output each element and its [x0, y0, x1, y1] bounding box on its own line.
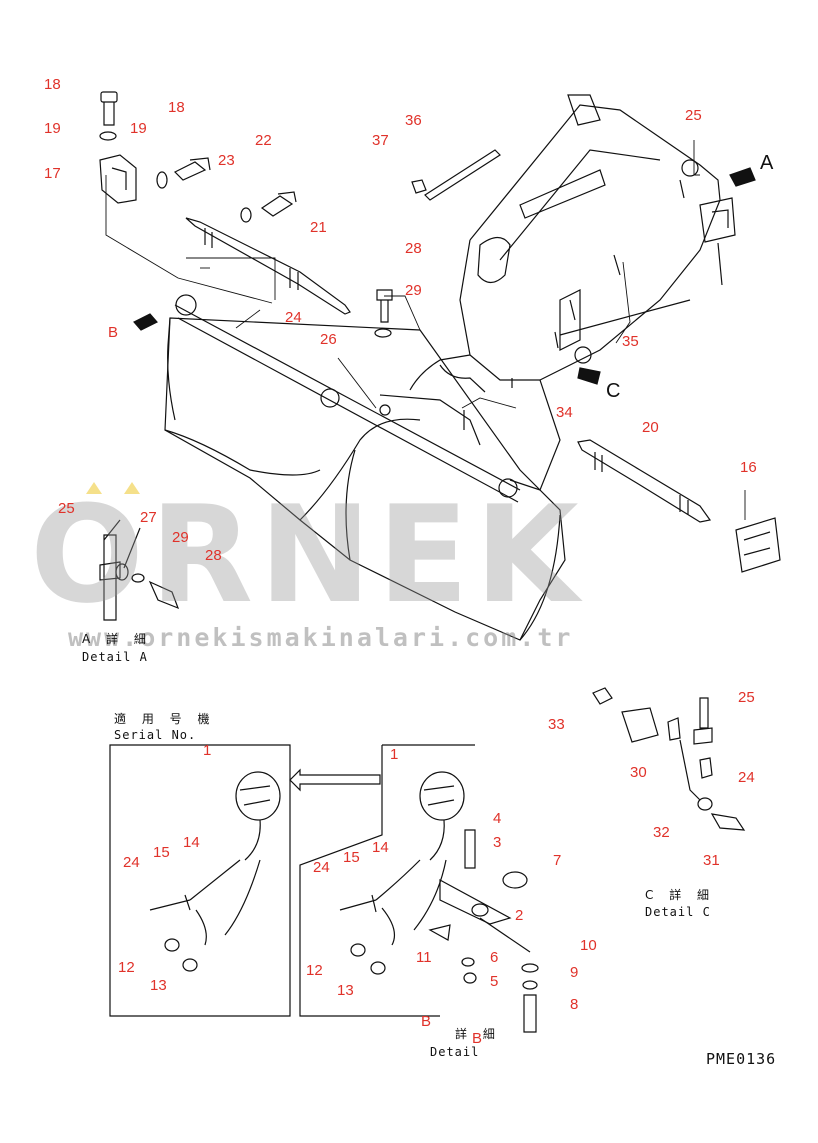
callout-27: 27 [140, 509, 157, 526]
callout-3: 3 [493, 834, 502, 851]
callout-29: 29 [405, 282, 422, 299]
callout-28: 28 [405, 240, 422, 257]
caption-detail-b-jp: 詳 細 [455, 1027, 501, 1041]
watermark-brand: ORNEK [30, 477, 585, 633]
callout-24: 24 [313, 859, 330, 876]
callout-34: 34 [556, 404, 573, 421]
callout-30: 30 [630, 764, 647, 781]
watermark-umlaut-icon [86, 482, 140, 494]
callout-19: 19 [130, 120, 147, 137]
view-letter-A: A [760, 152, 774, 174]
callout-14: 14 [183, 834, 200, 851]
callout-31: 31 [703, 852, 720, 869]
callout-19: 19 [44, 120, 61, 137]
push-frame [379, 94, 721, 491]
callout-6: 6 [490, 949, 499, 966]
watermark-url: www.ornekismakinalari.com.tr [68, 623, 574, 652]
callout-10: 10 [580, 937, 597, 954]
caption-serial-jp: 適 用 号 機 [114, 712, 216, 726]
serial-arrow [289, 768, 381, 792]
callout-4: 4 [493, 810, 502, 827]
callout-26: 26 [320, 331, 337, 348]
callout-24: 24 [738, 769, 755, 786]
callout-15: 15 [153, 844, 170, 861]
callout-16: 16 [740, 459, 757, 476]
leader-lines [105, 140, 746, 520]
dozer-blade [164, 294, 566, 641]
callout-B: B [421, 1013, 432, 1030]
callout-36: 36 [405, 112, 422, 129]
callout-23: 23 [218, 152, 235, 169]
callout-7: 7 [553, 852, 562, 869]
callout-35: 35 [622, 333, 639, 350]
callout-15: 15 [343, 849, 360, 866]
hardware-parts [99, 91, 781, 573]
callout-12: 12 [118, 959, 135, 976]
callout-18: 18 [168, 99, 185, 116]
callout-8: 8 [570, 996, 579, 1013]
callout-29: 29 [172, 529, 189, 546]
view-arrows [133, 167, 756, 385]
callout-B: B [108, 324, 119, 341]
caption-serial-en: Serial No. [114, 728, 197, 742]
callout-24: 24 [123, 854, 140, 871]
callout-13: 13 [337, 982, 354, 999]
callout-17: 17 [44, 165, 61, 182]
callout-37: 37 [372, 132, 389, 149]
detail-c-drawing [592, 687, 746, 831]
view-letter-C: C [606, 380, 621, 402]
callout-25: 25 [685, 107, 702, 124]
callout-5: 5 [490, 973, 499, 990]
drawing-id: PME0136 [706, 1050, 777, 1068]
callout-21: 21 [310, 219, 327, 236]
callout-24: 24 [285, 309, 302, 326]
callout-1: 1 [203, 742, 212, 759]
callout-22: 22 [255, 132, 272, 149]
callout-11: 11 [416, 949, 432, 966]
callout-13: 13 [150, 977, 167, 994]
callout-14: 14 [372, 839, 389, 856]
callout-12: 12 [306, 962, 323, 979]
callout-25: 25 [738, 689, 755, 706]
callout-1: 1 [390, 746, 399, 763]
callout-32: 32 [653, 824, 670, 841]
callout-28: 28 [205, 547, 222, 564]
caption-detail-c-en: Detail C [645, 905, 711, 919]
serial-panel-left [109, 744, 291, 1017]
cover-plates [185, 149, 712, 523]
serial-panel-right [299, 744, 539, 1033]
detail-a-drawing [99, 519, 180, 621]
caption-detail-a-jp: A 詳 細 [82, 632, 152, 646]
caption-detail-c-jp: C 詳 細 [645, 888, 716, 902]
callout-25: 25 [58, 500, 75, 517]
caption-detail-b-en: Detail [430, 1045, 480, 1059]
callout-B: B [472, 1030, 483, 1047]
callout-20: 20 [642, 419, 659, 436]
caption-detail-a-en: Detail A [82, 650, 148, 664]
callout-33: 33 [548, 716, 565, 733]
callout-2: 2 [515, 907, 524, 924]
callout-9: 9 [570, 964, 579, 981]
callout-18: 18 [44, 76, 61, 93]
